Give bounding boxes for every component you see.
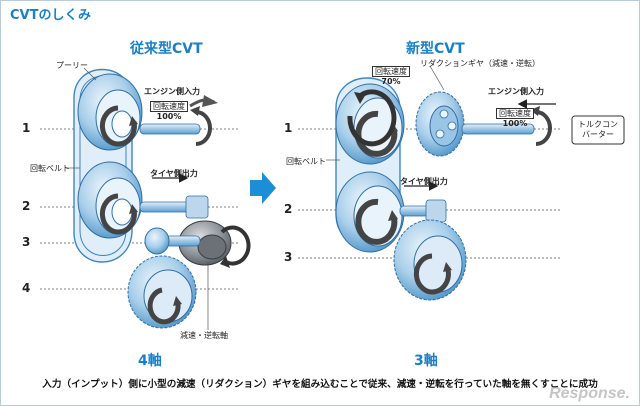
left-shaft-number-4: 4 bbox=[22, 281, 31, 295]
left-pulley-secondary bbox=[77, 161, 143, 239]
right-rotation-value-input: 100% bbox=[502, 119, 528, 128]
left-shaft-number-3: 3 bbox=[22, 235, 31, 249]
transition-arrow bbox=[250, 172, 276, 204]
left-rotation-speed-label: 回転速度 100% bbox=[150, 101, 188, 121]
left-engine-input-label: エンジン側入力 bbox=[144, 87, 200, 96]
left-rotation-speed-text: 回転速度 bbox=[150, 101, 188, 112]
left-belt-label: 回転ベルト bbox=[30, 164, 70, 173]
left-pulley-primary bbox=[77, 73, 143, 151]
right-pulley-primary bbox=[335, 83, 405, 165]
right-rotation-speed-label: 回転速度 70% bbox=[372, 66, 410, 86]
right-tire-output-label: タイヤ側出力 bbox=[400, 177, 448, 186]
left-shaft-number-2: 2 bbox=[22, 199, 31, 213]
right-engine-input-label: エンジン側入力 bbox=[488, 87, 544, 96]
diagram-caption: 入力（インプット）側に小型の減速（リダクション）ギヤを組み込むことで従来、減速・… bbox=[42, 379, 598, 390]
diagram-header: CVTのしくみ bbox=[10, 8, 91, 23]
right-input-speed-text: 回転速度 bbox=[496, 108, 534, 119]
left-shaft-number-1: 1 bbox=[22, 121, 31, 135]
torque-converter-label: トルクコンバーター bbox=[578, 120, 618, 139]
right-final-gear bbox=[393, 219, 467, 301]
right-reduction-gear bbox=[415, 91, 465, 157]
reduction-gear-label: リダクションギヤ（減速・逆転） bbox=[420, 59, 540, 68]
left-tire-output-label: タイヤ側出力 bbox=[150, 169, 198, 178]
left-rotation-value: 100% bbox=[156, 112, 182, 121]
right-rotation-value-gear: 70% bbox=[381, 77, 401, 86]
right-input-shaft bbox=[461, 123, 535, 135]
left-axis-count: 4軸 bbox=[138, 353, 162, 369]
right-pulley-secondary bbox=[335, 171, 405, 253]
right-shaft-number-1: 1 bbox=[284, 121, 293, 135]
reduction-shaft-label: 減速・逆転軸 bbox=[180, 331, 228, 340]
right-input-speed-label: 回転速度 100% bbox=[496, 108, 534, 128]
right-panel-title: 新型CVT bbox=[406, 41, 465, 57]
pulley-label: プーリー bbox=[56, 61, 88, 70]
right-belt-label: 回転ベルト bbox=[286, 157, 326, 166]
right-rotation-speed-text: 回転速度 bbox=[372, 66, 410, 77]
left-final-gear bbox=[127, 255, 197, 329]
right-axis-count: 3軸 bbox=[414, 353, 438, 369]
right-shaft-number-3: 3 bbox=[284, 250, 293, 264]
left-input-shaft bbox=[139, 123, 201, 135]
right-shaft-number-2: 2 bbox=[284, 202, 293, 216]
left-panel-title: 従来型CVT bbox=[130, 41, 203, 57]
watermark-logo: Response. bbox=[549, 385, 630, 402]
torque-converter-box bbox=[571, 115, 625, 145]
left-reduction-gear bbox=[159, 220, 251, 268]
